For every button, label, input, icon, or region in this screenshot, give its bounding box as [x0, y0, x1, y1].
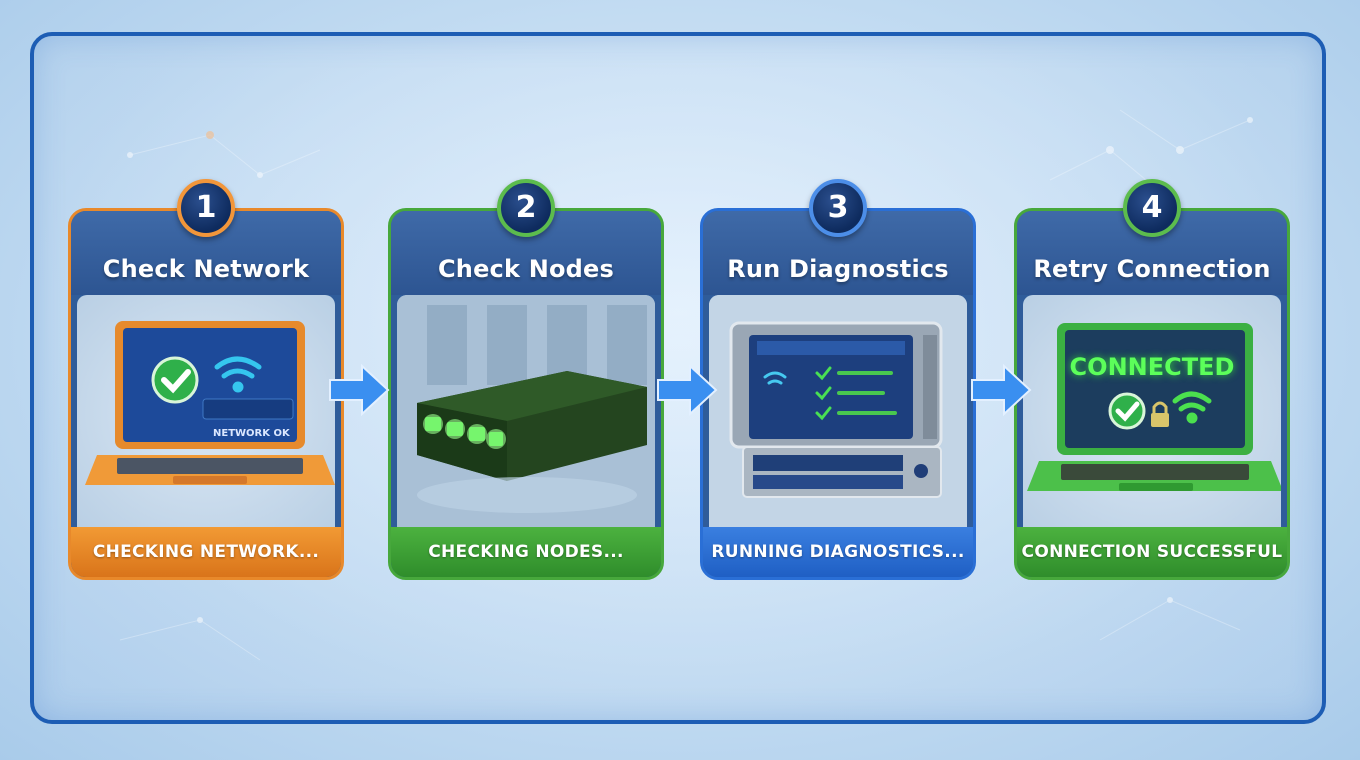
step-status: CHECKING NODES... — [391, 527, 661, 577]
screen-status-text: NETWORK OK — [213, 428, 290, 439]
step-number-badge: 3 — [809, 179, 867, 237]
step-title: Retry Connection — [1033, 255, 1271, 283]
step-card-4: 4 Retry Connection — [1014, 179, 1290, 580]
step-number-badge: 1 — [177, 179, 235, 237]
arrow-right-icon — [971, 363, 1032, 417]
check-icon — [151, 356, 199, 404]
check-icon — [1108, 392, 1146, 430]
laptop-icon — [85, 321, 335, 485]
step-status: CHECKING NETWORK... — [71, 527, 341, 577]
step-card-1: 1 Check Network NE — [68, 179, 344, 580]
step-number-badge: 2 — [497, 179, 555, 237]
step-illustration: NETWORK OK — [77, 295, 335, 531]
lock-icon — [1151, 401, 1169, 427]
wifi-icon — [214, 356, 262, 393]
wifi-icon — [763, 371, 787, 385]
step-card-2: 2 Check Nodes — [388, 179, 664, 580]
network-switch-icon — [397, 295, 655, 531]
screen-status-text: CONNECTED — [1069, 353, 1235, 381]
step-number-badge: 4 — [1123, 179, 1181, 237]
step-status: RUNNING DIAGNOSTICS... — [703, 527, 973, 577]
wifi-icon — [1172, 391, 1212, 424]
step-title: Check Nodes — [437, 255, 615, 283]
check-icon — [815, 366, 832, 421]
step-illustration — [397, 295, 655, 531]
step-status: CONNECTION SUCCESSFUL — [1017, 527, 1287, 577]
laptop-icon — [1027, 323, 1281, 491]
server-icon — [709, 295, 967, 531]
step-title: Run Diagnostics — [727, 255, 949, 283]
arrow-right-icon — [329, 363, 390, 417]
step-illustration: CONNECTED — [1023, 295, 1281, 531]
step-title: Check Network — [102, 255, 310, 283]
step-illustration — [709, 295, 967, 531]
step-card-3: 3 Run Diagnostics — [700, 179, 976, 580]
arrow-right-icon — [657, 363, 718, 417]
